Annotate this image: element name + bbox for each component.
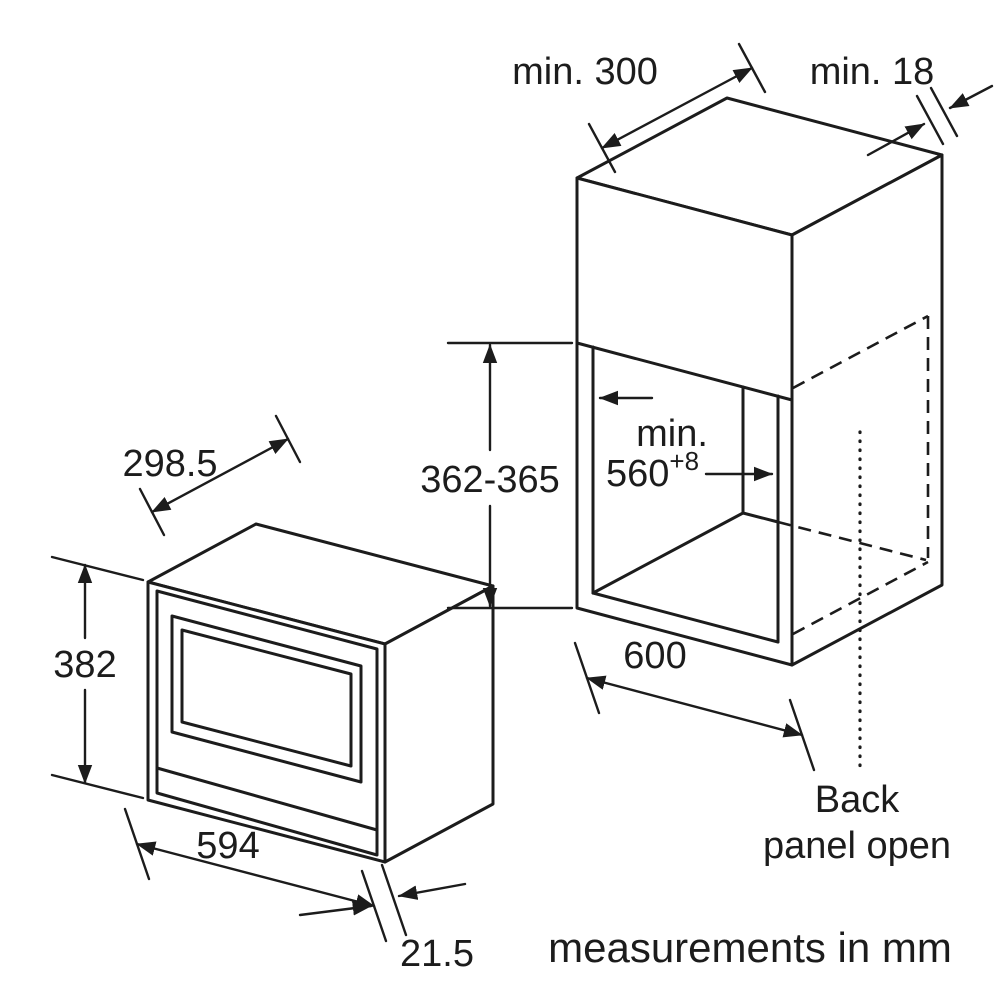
dim-rear-gap-arrow-left xyxy=(866,122,926,157)
dim-rear-gap-tick-rear xyxy=(929,86,959,138)
dim-niche-width: min. 560+8 xyxy=(598,390,774,495)
dim-niche-width-tolerance: +8 xyxy=(669,446,699,476)
oven-front-face xyxy=(146,580,387,864)
dim-rear-gap-label: min. 18 xyxy=(810,51,935,93)
dim-top-clearance-label: min. 300 xyxy=(512,51,658,93)
hidden-floor-rear-edge xyxy=(777,520,927,562)
oven-drawing: 298.5 382 594 21.5 xyxy=(50,414,495,975)
dim-top-clearance: min. 300 xyxy=(512,42,767,174)
dim-oven-height-tick-top xyxy=(50,555,145,582)
oven-door-outline xyxy=(155,589,379,857)
dim-oven-width-arrow xyxy=(135,841,376,909)
dim-oven-depth-arrow xyxy=(150,437,290,514)
back-panel-label-line1: Back xyxy=(815,779,900,821)
oven-window-inner-frame xyxy=(180,628,353,768)
dim-niche-height: 362-365 xyxy=(420,341,574,610)
dim-niche-width-value: 560 xyxy=(606,453,669,495)
dim-door-protrusion-label: 21.5 xyxy=(400,933,474,975)
cabinet-front-face xyxy=(575,176,794,667)
dim-door-protrusion-arrow-left xyxy=(298,901,373,917)
dim-rear-gap-tick-front xyxy=(915,94,945,146)
back-panel-label-line2: panel open xyxy=(763,825,951,867)
dim-door-protrusion-tick xyxy=(380,863,408,937)
dim-cabinet-width-arrow xyxy=(585,675,804,738)
cabinet-drawing: Back panel open min. 300 min. 18 362-365 xyxy=(420,42,994,867)
niche-floor-rear-edge xyxy=(741,511,780,524)
dim-oven-width-label: 594 xyxy=(196,825,259,867)
niche-floor-front-edge xyxy=(591,591,780,644)
dim-oven-depth: 298.5 xyxy=(122,414,302,537)
hidden-niche-bottom-edge xyxy=(792,560,929,636)
dim-niche-height-label: 362-365 xyxy=(420,459,559,501)
cabinet-right-face xyxy=(790,153,944,667)
dim-oven-width: 594 xyxy=(123,807,388,943)
dim-oven-height-label: 382 xyxy=(53,644,116,686)
dim-oven-height-tick-bottom xyxy=(50,773,145,800)
dim-niche-width-value-label: 560+8 xyxy=(606,446,699,495)
dim-cabinet-width-label: 600 xyxy=(623,635,686,677)
dim-rear-gap-arrow-right xyxy=(948,84,994,110)
hidden-niche-top-edge xyxy=(792,314,929,390)
dim-door-protrusion-arrow-right xyxy=(397,882,467,900)
dim-oven-depth-label: 298.5 xyxy=(122,443,217,485)
dim-niche-width-min-label: min. xyxy=(636,413,708,455)
dim-top-clearance-arrow xyxy=(600,66,754,150)
units-note: measurements in mm xyxy=(548,924,952,971)
dim-door-protrusion: 21.5 xyxy=(298,863,474,975)
dim-rear-gap: min. 18 xyxy=(810,51,994,157)
oven-lower-panel-line xyxy=(155,766,379,832)
oven-window-outer-frame xyxy=(170,614,363,784)
dim-cabinet-width: 600 xyxy=(573,635,816,772)
dim-oven-height: 382 xyxy=(50,555,145,800)
upper-compartment-bottom-edge xyxy=(575,341,794,402)
niche-floor-left-depth-edge xyxy=(591,511,745,595)
